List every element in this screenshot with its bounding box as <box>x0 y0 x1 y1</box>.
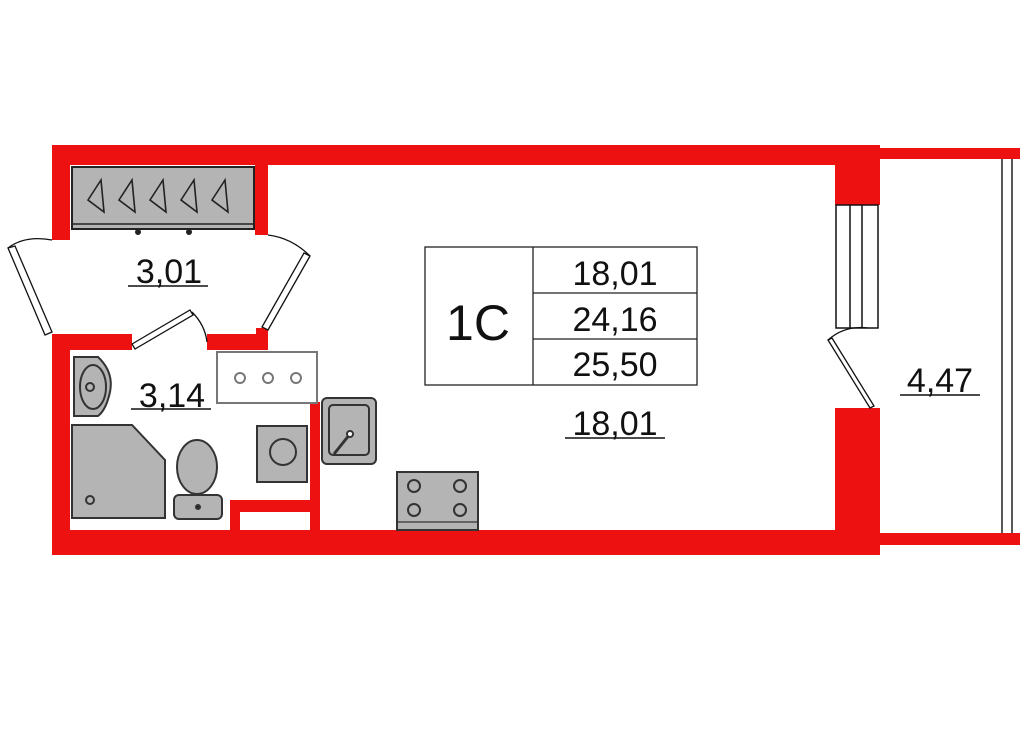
shower-tray <box>71 424 166 519</box>
bath-partition-right <box>207 334 267 350</box>
balcony-top <box>880 148 1020 159</box>
bottom-wall <box>52 530 880 555</box>
living-area-total: 18,01 <box>572 255 657 293</box>
wardrobe-column <box>255 165 268 235</box>
stove <box>396 471 479 531</box>
bathroom-door[interactable] <box>131 309 208 350</box>
left-wall-upper <box>52 145 70 240</box>
water-meters <box>216 351 318 404</box>
window <box>835 204 879 329</box>
entrance-doors[interactable] <box>7 234 311 336</box>
total-area-with-balcony: 25,50 <box>572 346 657 384</box>
total-area: 24,16 <box>572 301 657 339</box>
right-wall-upper <box>835 145 880 205</box>
right-wall-lower <box>835 408 880 555</box>
bath-column <box>256 328 268 350</box>
hanger-icon <box>86 177 229 214</box>
area-summary-box <box>424 246 698 386</box>
bath-partition-left <box>52 334 132 350</box>
niche-opening <box>240 512 310 530</box>
bath-right-wall <box>310 402 320 537</box>
left-wall-lower <box>52 335 70 555</box>
toilet <box>173 439 223 520</box>
wardrobe <box>71 166 255 235</box>
living-room-area: 18,01 <box>572 405 657 443</box>
balcony-bottom <box>880 533 1020 545</box>
balcony-area: 4,47 <box>907 362 973 400</box>
top-wall <box>52 145 880 165</box>
balcony-door[interactable] <box>827 326 875 409</box>
apartment-type: 1С <box>446 295 510 351</box>
kitchen-sink <box>321 397 377 465</box>
washbasin <box>73 356 112 417</box>
washing-machine <box>256 425 308 483</box>
hallway-area: 3,01 <box>136 253 202 291</box>
